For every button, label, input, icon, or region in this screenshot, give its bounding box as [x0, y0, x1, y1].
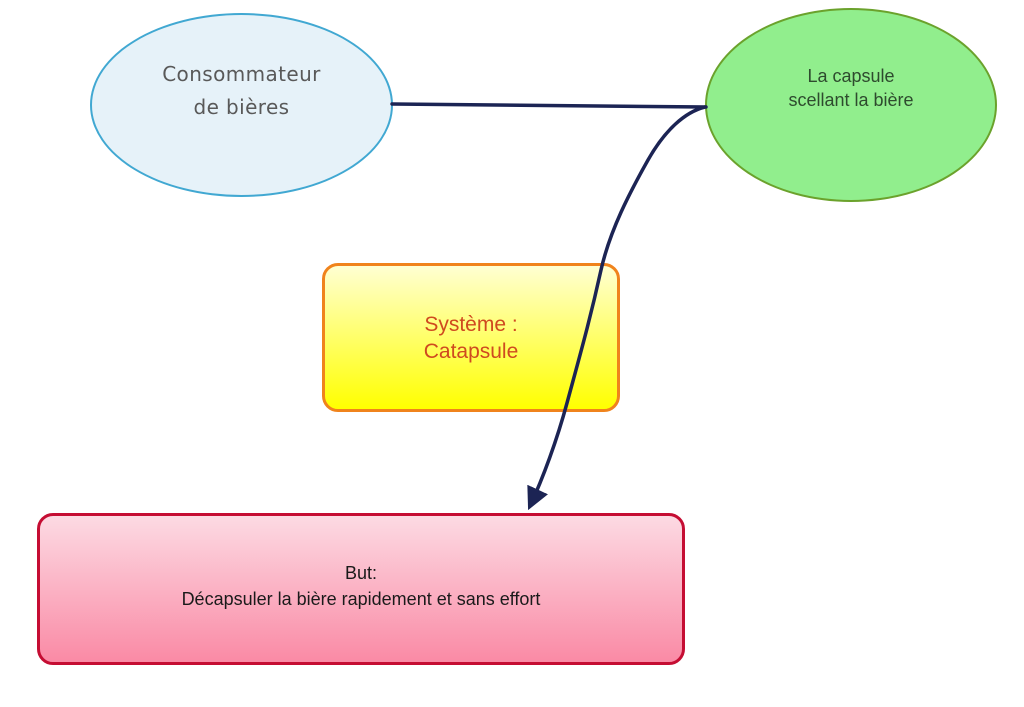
node-goal-rect: But: Décapsuler la bière rapidement et s… — [37, 513, 685, 665]
node-capsule-label: La capsule scellant la bière — [788, 64, 913, 112]
connector-consumer-to-capsule — [390, 102, 708, 109]
label-line: But: — [344, 563, 378, 583]
label-line: Catapsule — [423, 339, 519, 363]
node-system-label: Système : Catapsule — [424, 311, 519, 365]
node-consumer-ellipse: Consommateur de bières — [90, 13, 393, 197]
node-goal-label: But: Décapsuler la bière rapidement et s… — [182, 560, 541, 612]
node-system-rect: Système : Catapsule — [322, 263, 620, 412]
label-line: La capsule — [807, 66, 895, 86]
label-line: de bières — [193, 95, 290, 119]
label-line: scellant la bière — [788, 90, 914, 110]
label-line: Décapsuler la bière rapidement et sans e… — [181, 589, 541, 609]
label-line: Système : — [424, 312, 518, 336]
label-line: Consommateur — [162, 62, 321, 86]
node-capsule-ellipse: La capsule scellant la bière — [705, 8, 997, 202]
node-consumer-label: Consommateur de bières — [162, 58, 321, 124]
